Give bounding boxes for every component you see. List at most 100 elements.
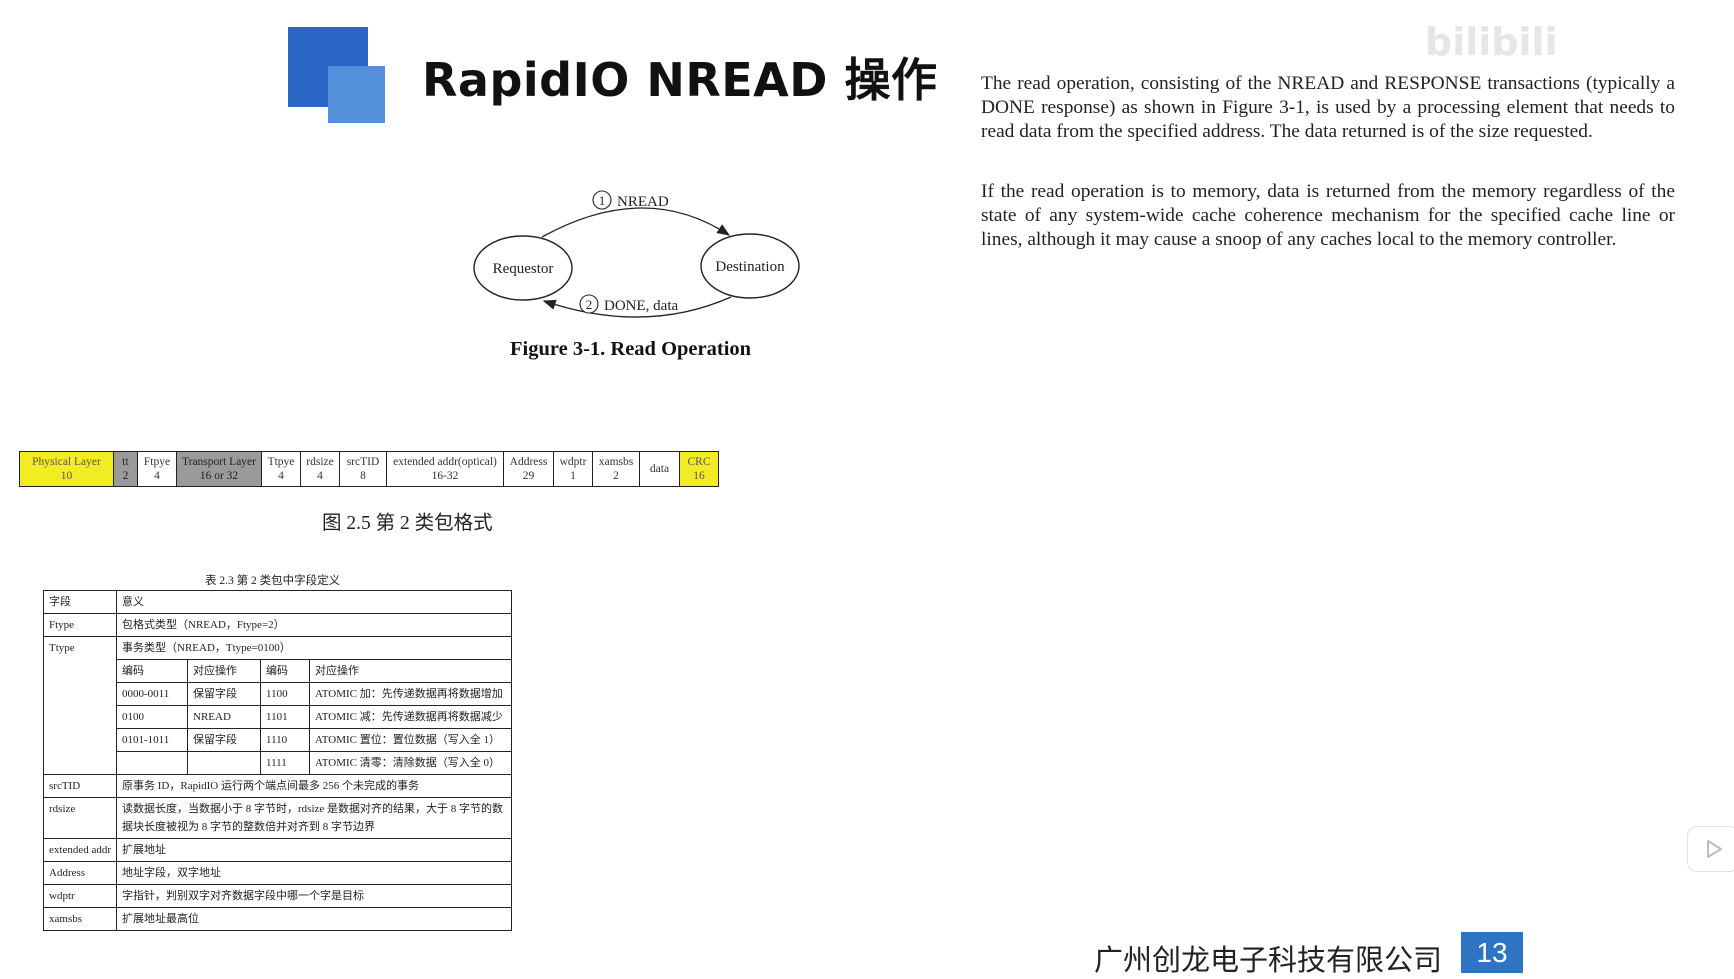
header-meaning: 意义 (116, 590, 512, 614)
ttype-cell: 1100 (260, 682, 310, 706)
ttype-cell: 保留字段 (187, 682, 261, 706)
requestor-node (473, 235, 573, 301)
packet-field-bits: 16 or 32 (199, 470, 239, 482)
step-1-marker (592, 190, 612, 210)
company-name: 广州创龙电子科技有限公司 (1094, 943, 1443, 977)
row-field: Ttype (43, 636, 117, 775)
packet-field-name: Transport Layer (182, 456, 256, 468)
destination-label: Destination (715, 259, 785, 275)
ttype-cell: 1101 (260, 705, 310, 729)
ttype-cell: ATOMIC 清零：清除数据（写入全 0） (309, 751, 511, 774)
packet-field-bits: 16 (693, 470, 705, 482)
row-meaning: 字指针，判别双字对齐数据字段中哪一个字是目标 (116, 884, 512, 908)
ttype-cell: ATOMIC 加：先传递数据再将数据增加 (309, 682, 511, 706)
packet-field-bits: 1 (570, 470, 576, 482)
row-field: srcTID (43, 774, 117, 798)
ttype-cell: 编码 (117, 660, 188, 683)
packet-field: Ftpye 4 (138, 452, 177, 486)
packet-field: extended addr(optical) 16-32 (387, 452, 504, 486)
row-meaning: 读数据长度，当数据小于 8 字节时，rdsize 是数据对齐的结果，大于 8 字… (116, 797, 512, 839)
packet-field-bits: 4 (154, 470, 160, 482)
row-field: extended addr (43, 838, 117, 862)
row-meaning: 地址字段，双字地址 (116, 861, 512, 885)
page-number-badge: 13 (1461, 932, 1523, 973)
packet-field-bits: 2 (122, 470, 129, 482)
ttype-cell: 编码 (260, 660, 310, 683)
ttype-cell: 保留字段 (187, 728, 261, 752)
description-paragraph-2: If the read operation is to memory, data… (981, 181, 1675, 250)
field-definition-table: 字段 意义 Ftype 包格式类型（NREAD，Ftype=2） Ttype 事… (43, 590, 512, 931)
read-operation-diagram: Requestor Destination 1 NREAD 2 DONE, da… (473, 190, 800, 318)
packet-field-name: CRC (687, 456, 711, 468)
step-2-label: DONE, data (604, 298, 678, 314)
packet-field-name: Physical Layer (32, 456, 101, 468)
ttype-cell: NREAD (187, 705, 261, 729)
ttype-cell: ATOMIC 减：先传递数据再将数据减少 (309, 705, 511, 729)
packet-field: tt 2 (114, 452, 138, 486)
field-table-caption: 表 2.3 第 2 类包中字段定义 (205, 575, 341, 587)
ttype-description: 事务类型（NREAD，Ttype=0100） (117, 637, 511, 660)
destination-node (700, 233, 800, 299)
step-2-number: 2 (586, 297, 593, 312)
ttype-cell: 1110 (260, 728, 310, 752)
row-field: Ftype (43, 613, 117, 637)
row-field: wdptr (43, 884, 117, 908)
row-meaning: 扩展地址最高位 (116, 907, 512, 931)
ttype-cell: 对应操作 (309, 660, 511, 683)
table-header-row: 字段 意义 (43, 590, 512, 614)
step-1-label: NREAD (617, 194, 669, 210)
step-1-number: 1 (599, 193, 606, 208)
ttype-cell (187, 751, 261, 774)
ttype-cell (117, 751, 188, 774)
done-arrow (542, 296, 732, 318)
packet-field-name: extended addr(optical) (393, 456, 497, 468)
play-button[interactable] (1687, 826, 1734, 872)
header-field: 字段 (43, 590, 117, 614)
packet-field: wdptr 1 (554, 452, 593, 486)
packet-format-caption: 图 2.5 第 2 类包格式 (322, 513, 493, 534)
packet-field: CRC 16 (680, 452, 718, 486)
ttype-cell: 对应操作 (187, 660, 261, 683)
bilibili-watermark: bilibili (1425, 20, 1558, 64)
packet-field: Transport Layer 16 or 32 (177, 452, 262, 486)
table-row-ttype: Ttype 事务类型（NREAD，Ttype=0100） 编码对应操作编码对应操… (43, 636, 512, 775)
packet-field-name: rdsize (306, 456, 334, 468)
slide-title: RapidIO NREAD 操作 (422, 53, 938, 107)
ttype-cell: 0000-0011 (117, 682, 188, 706)
figure-caption: Figure 3-1. Read Operation (510, 338, 752, 360)
packet-field-bits: 16-32 (431, 470, 459, 482)
ttype-cell: 0101-1011 (117, 728, 188, 752)
packet-field-name: wdptr (559, 456, 587, 468)
table-row: Ftype 包格式类型（NREAD，Ftype=2） (43, 613, 512, 637)
ttype-cell: 1111 (260, 751, 310, 774)
row-field: rdsize (43, 797, 117, 839)
row-field: Address (43, 861, 117, 885)
nread-arrow (541, 207, 731, 238)
step-2-marker (579, 294, 599, 314)
row-meaning: 原事务 ID，RapidIO 运行两个端点间最多 256 个未完成的事务 (116, 774, 512, 798)
packet-field-name: xamsbs (598, 456, 634, 468)
play-icon (1707, 840, 1722, 858)
ttype-header-row: 编码对应操作编码对应操作 (117, 660, 511, 683)
packet-field-name: tt (122, 456, 129, 468)
row-field: xamsbs (43, 907, 117, 931)
packet-field: data (640, 452, 680, 486)
packet-field-name: Ftpye (143, 456, 171, 468)
packet-field-name: srcTID (346, 456, 380, 468)
